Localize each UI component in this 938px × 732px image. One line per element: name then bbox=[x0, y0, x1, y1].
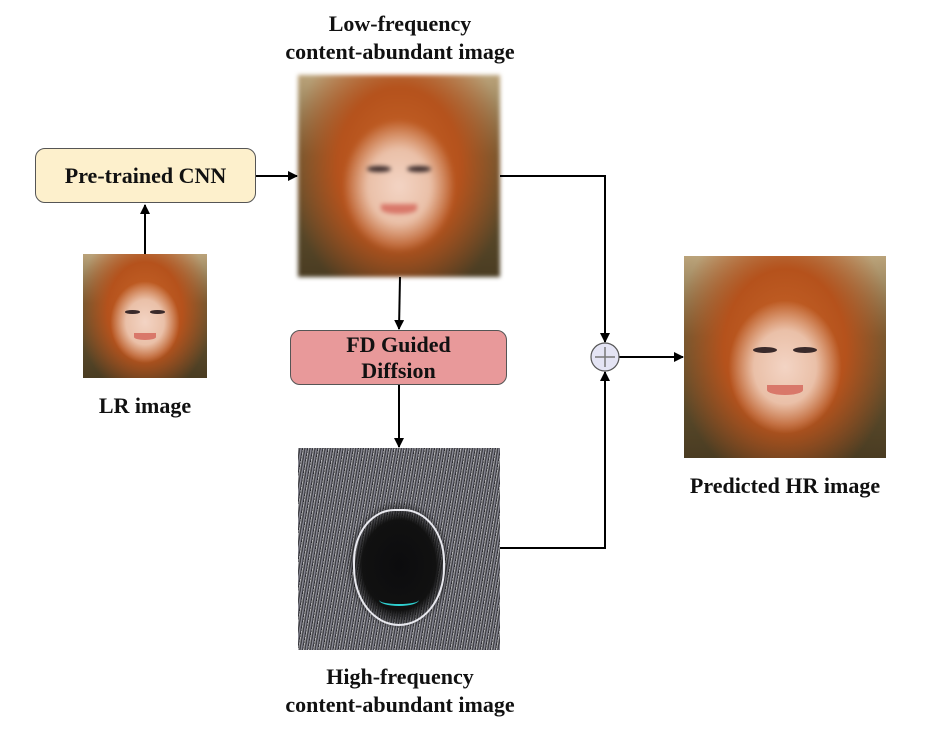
high-frequency-image bbox=[298, 448, 500, 650]
low-frequency-title-line1: Low-frequency bbox=[328, 11, 472, 36]
sum-node bbox=[590, 342, 620, 372]
low-frequency-title-line2: content-abundant image bbox=[285, 39, 515, 64]
face-lip-edge bbox=[378, 593, 420, 606]
face-eye-right bbox=[149, 309, 165, 314]
face-eye-left bbox=[125, 309, 141, 314]
face-eye-left bbox=[366, 165, 391, 172]
predicted-hr-image bbox=[684, 256, 886, 458]
face-eye-right bbox=[407, 165, 432, 172]
fd-guided-label-line2: Diffsion bbox=[361, 357, 436, 383]
fd-guided-diffusion-box: FD Guided Diffsion bbox=[290, 330, 507, 385]
high-frequency-title-line1: High-frequency bbox=[326, 664, 474, 689]
arrow-low-frequency-to-sum bbox=[500, 175, 610, 343]
pretrained-cnn-label: Pre-trained CNN bbox=[64, 162, 227, 188]
fd-guided-label-line1: FD Guided bbox=[346, 331, 451, 357]
face-mouth bbox=[133, 333, 157, 340]
lr-image-label: LR image bbox=[98, 393, 192, 418]
arrow-high-frequency-to-sum bbox=[500, 371, 610, 549]
face-eye-right bbox=[793, 346, 818, 353]
lr-image bbox=[83, 254, 207, 378]
low-frequency-image-title: Low-frequency content-abundant image bbox=[258, 10, 542, 66]
face-mouth bbox=[380, 204, 418, 215]
high-frequency-title-line2: content-abundant image bbox=[285, 692, 515, 717]
face-eye-left bbox=[752, 346, 777, 353]
high-frequency-image-title: High-frequency content-abundant image bbox=[258, 663, 542, 719]
arrow-low-frequency-to-fd-guided bbox=[394, 276, 405, 330]
low-frequency-image bbox=[298, 75, 500, 277]
face-outline bbox=[352, 508, 446, 626]
pretrained-cnn-box: Pre-trained CNN bbox=[35, 148, 256, 203]
face-mouth bbox=[766, 385, 804, 396]
predicted-hr-image-label: Predicted HR image bbox=[689, 473, 881, 498]
